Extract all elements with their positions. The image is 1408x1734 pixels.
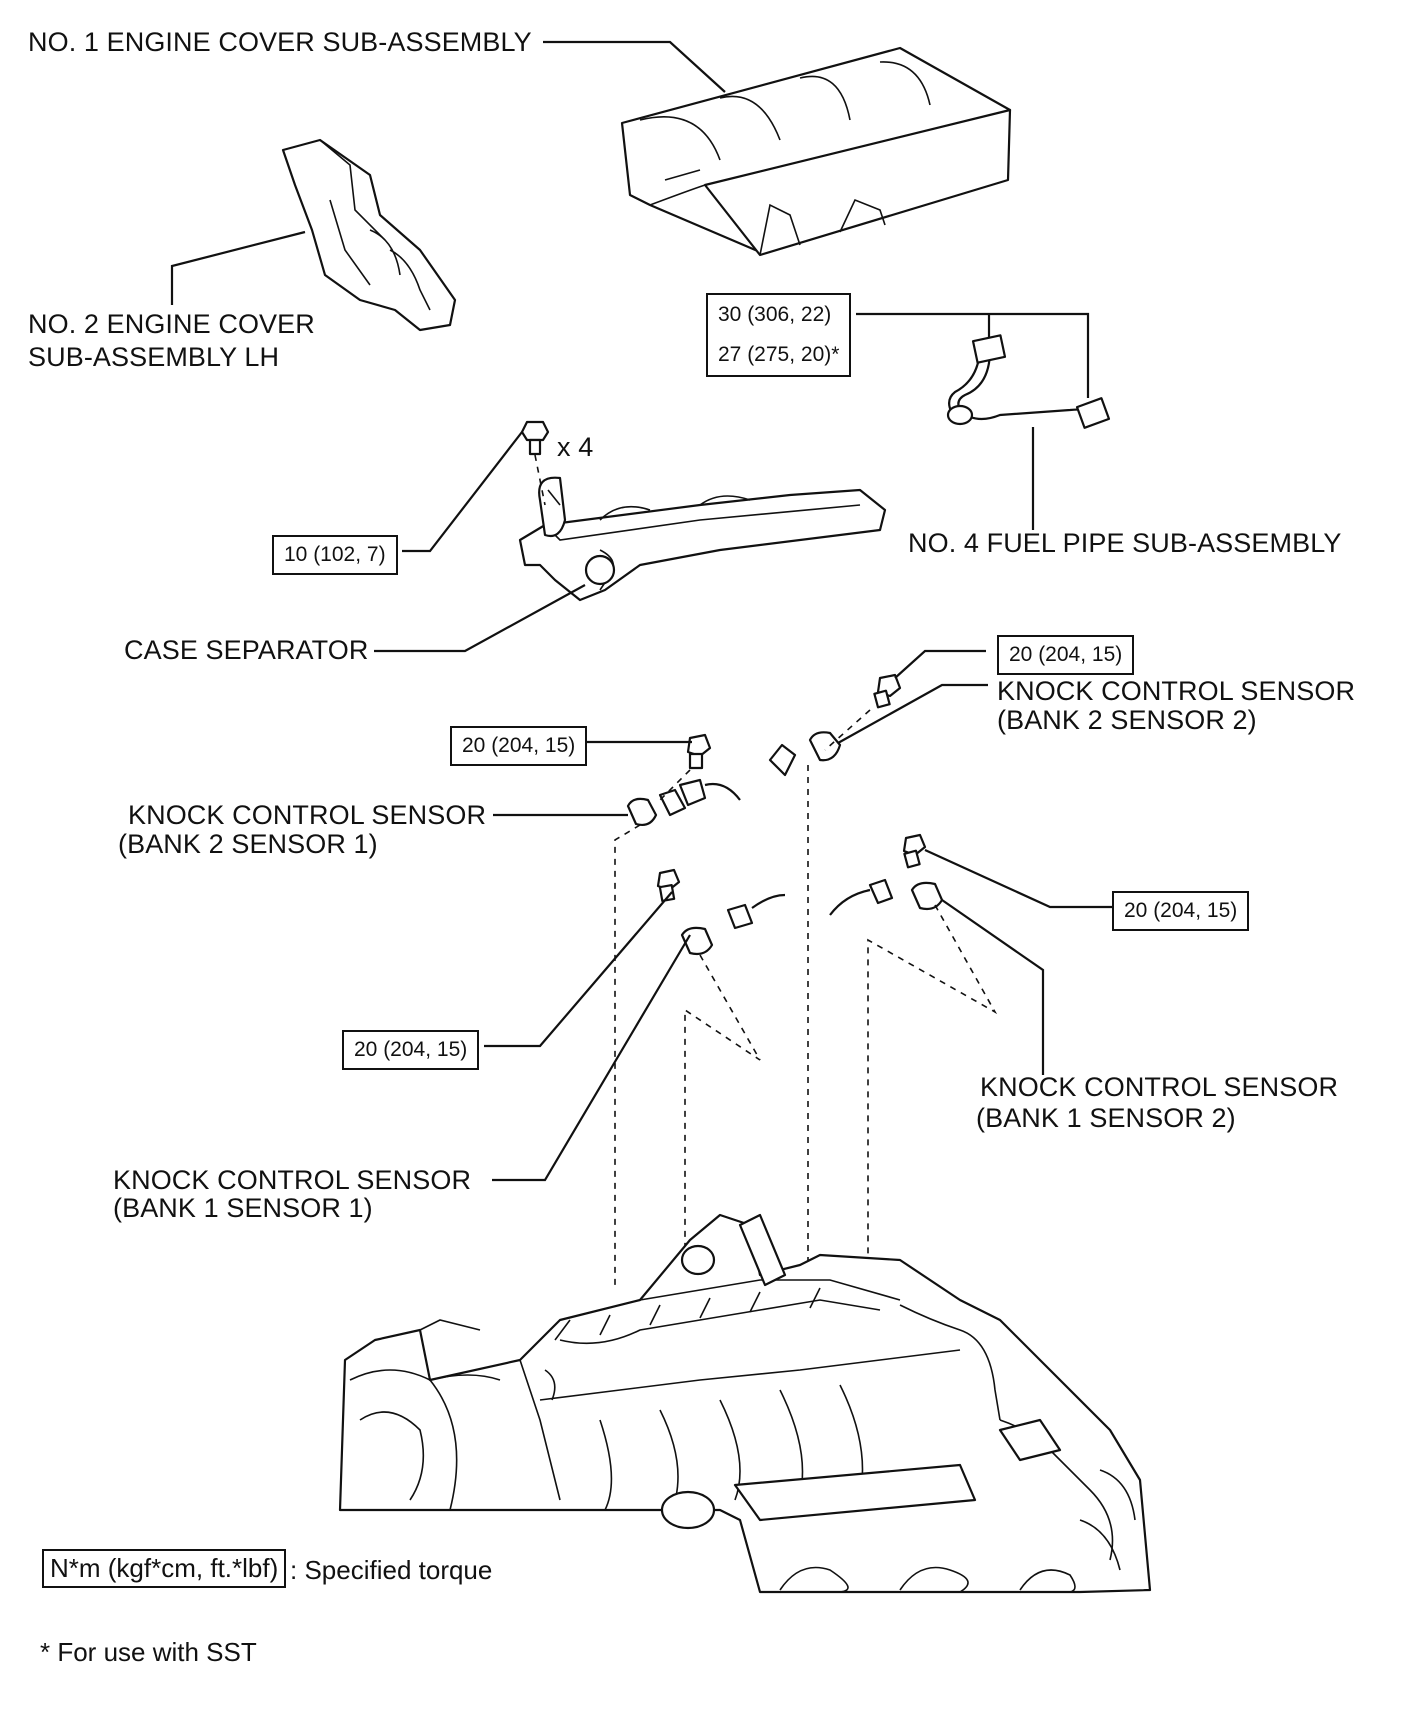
leader-b1s1-torque: [484, 891, 673, 1048]
leader-b1s2-torque: [924, 848, 1112, 909]
torque-box-b2s1: 20 (204, 15): [450, 726, 588, 766]
leader-b2s2-torque: [894, 649, 986, 679]
leader-b1s2: [941, 899, 1045, 1075]
bolt-guide-case: [534, 454, 546, 506]
label-b1s2-line2: (BANK 1 SENSOR 2): [976, 1103, 1236, 1133]
leader-engine-cover-no2: [170, 230, 306, 305]
label-b2s1-line2: (BANK 2 SENSOR 1): [118, 829, 378, 859]
engine-cover-no2-drawing: [281, 138, 457, 332]
leader-case-torque: [402, 431, 523, 553]
label-engine-cover-no2-line2: SUB-ASSEMBLY LH: [28, 342, 280, 372]
case-separator-bolt-drawing: [520, 420, 550, 456]
torque-fuel-pipe-line2: 27 (275, 20)*: [718, 343, 840, 366]
torque-box-case-separator: 10 (102, 7): [272, 535, 398, 575]
label-engine-cover-no1: NO. 1 ENGINE COVER SUB-ASSEMBLY: [28, 27, 532, 57]
guide-b1s2: [867, 904, 998, 1290]
leader-fuel-pipe-torque-right: [856, 312, 1090, 398]
leader-case-separator: [374, 584, 586, 653]
engine-cover-no1-drawing: [620, 46, 1012, 257]
engine-block-drawing: [338, 1213, 1152, 1594]
label-fuel-pipe: NO. 4 FUEL PIPE SUB-ASSEMBLY: [908, 528, 1342, 558]
sensor-b1s2-drawing: [829, 833, 944, 916]
sensor-b2s1-drawing: [626, 733, 741, 827]
guide-b2s1: [614, 769, 691, 1290]
guide-b1s1: [684, 954, 761, 1290]
legend-torque-text: : Specified torque: [290, 1555, 493, 1585]
label-qty-bolts: x 4: [557, 432, 594, 462]
leader-b1s1: [492, 934, 691, 1182]
leader-b2s2: [837, 683, 988, 744]
label-b2s2-line1: KNOCK CONTROL SENSOR: [997, 676, 1356, 706]
label-b2s1-line1: KNOCK CONTROL SENSOR: [128, 800, 487, 830]
torque-box-b1s1: 20 (204, 15): [342, 1030, 480, 1070]
label-b1s2-line1: KNOCK CONTROL SENSOR: [980, 1072, 1339, 1102]
label-b2s2-line2: (BANK 2 SENSOR 2): [997, 705, 1257, 735]
label-b1s1-line1: KNOCK CONTROL SENSOR: [113, 1165, 472, 1195]
leader-engine-cover-no1: [543, 40, 726, 93]
label-b1s1-line2: (BANK 1 SENSOR 1): [113, 1193, 373, 1223]
sensor-b1s1-drawing: [656, 868, 786, 956]
torque-box-b1s2: 20 (204, 15): [1112, 891, 1250, 931]
case-separator-drawing: [518, 476, 887, 602]
label-case-separator: CASE SEPARATOR: [124, 635, 369, 665]
fuel-pipe-drawing: [946, 334, 1111, 429]
torque-box-b2s2: 20 (204, 15): [997, 635, 1135, 675]
torque-box-fuel-pipe: 30 (306, 22) 27 (275, 20)*: [706, 293, 852, 377]
torque-fuel-pipe-line1: 30 (306, 22): [718, 303, 832, 326]
legend-torque-unit-box: N*m (kgf*cm, ft.*lbf): [42, 1549, 287, 1588]
label-engine-cover-no2-line1: NO. 2 ENGINE COVER: [28, 309, 315, 339]
guide-b2s2: [807, 709, 871, 1290]
footnote-sst: * For use with SST: [40, 1637, 257, 1667]
sensor-b2s2-drawing: [768, 673, 902, 777]
